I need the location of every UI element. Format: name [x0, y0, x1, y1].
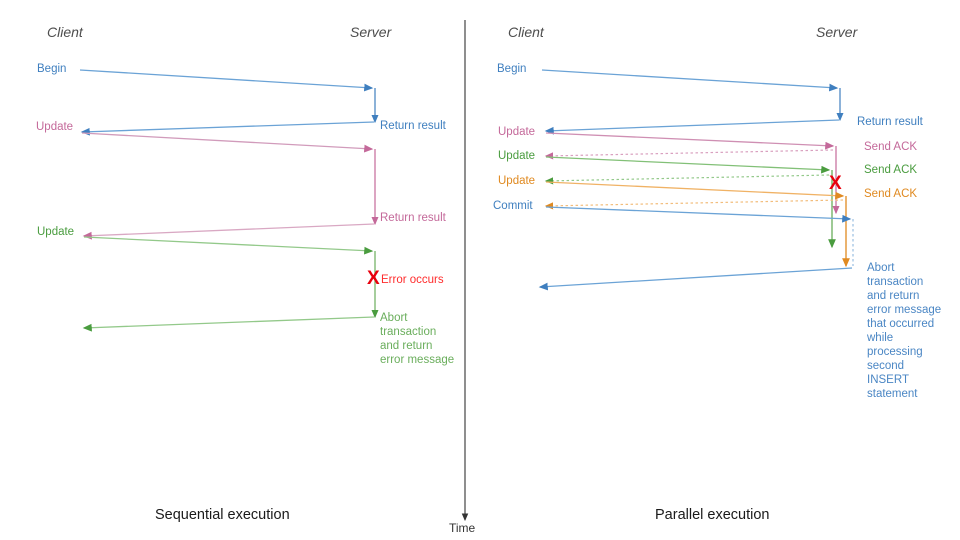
arrow-begin-request — [79, 69, 374, 92]
sequential-panel-arrows — [79, 69, 379, 332]
caption-sequential: Sequential execution — [155, 507, 290, 523]
actor-server-parallel: Server — [816, 24, 858, 40]
arrow-abort-return-p — [538, 267, 853, 291]
arrow-abort-return — [82, 316, 375, 332]
arrow-return-result-p — [544, 119, 840, 135]
label-error-occurs: Error occurs — [381, 274, 444, 286]
actor-client-parallel: Client — [508, 24, 544, 40]
arrow-update-2-request — [83, 236, 374, 255]
label-time-axis: Time — [449, 521, 476, 535]
arrow-return-result-1 — [80, 121, 375, 136]
label-return-result-parallel: Return result — [857, 116, 923, 128]
arrow-return-result-2 — [82, 223, 375, 240]
label-update-3-parallel: Update — [498, 175, 536, 187]
label-send-ack-3: Send ACK — [864, 188, 918, 200]
label-begin-sequential: Begin — [37, 63, 67, 75]
actor-client-sequential: Client — [47, 24, 83, 40]
label-begin-parallel: Begin — [497, 63, 527, 75]
arrow-update-2-request-p — [545, 156, 831, 174]
label-update-1-sequential: Update — [36, 121, 74, 133]
caption-parallel: Parallel execution — [655, 507, 770, 523]
label-abort-message-sequential: Abort transaction and return error messa… — [380, 312, 455, 366]
label-commit-parallel: Commit — [493, 200, 533, 212]
arrow-update-3-request-p — [545, 181, 845, 200]
error-x-icon-sequential: X — [367, 268, 380, 289]
arrow-send-ack-2 — [544, 174, 830, 185]
actor-server-sequential: Server — [350, 24, 392, 40]
arrow-update-1-request-p — [545, 132, 835, 150]
label-return-result-2-sequential: Return result — [380, 212, 446, 224]
label-send-ack-2: Send ACK — [864, 164, 918, 176]
arrow-send-ack-3 — [544, 199, 844, 210]
label-update-2-sequential: Update — [37, 226, 75, 238]
label-update-2-parallel: Update — [498, 150, 536, 162]
arrow-begin-request-p — [541, 69, 839, 92]
label-return-result-1-sequential: Return result — [380, 120, 446, 132]
label-update-1-parallel: Update — [498, 126, 536, 138]
label-abort-message-parallel: Abort transaction and return error messa… — [867, 262, 942, 400]
parallel-panel-arrows — [538, 69, 854, 291]
error-x-icon-parallel: X — [829, 173, 842, 194]
arrow-update-1-request — [81, 132, 374, 153]
label-send-ack-1: Send ACK — [864, 141, 918, 153]
arrow-send-ack-1 — [544, 149, 834, 160]
arrow-commit-request — [545, 206, 852, 223]
